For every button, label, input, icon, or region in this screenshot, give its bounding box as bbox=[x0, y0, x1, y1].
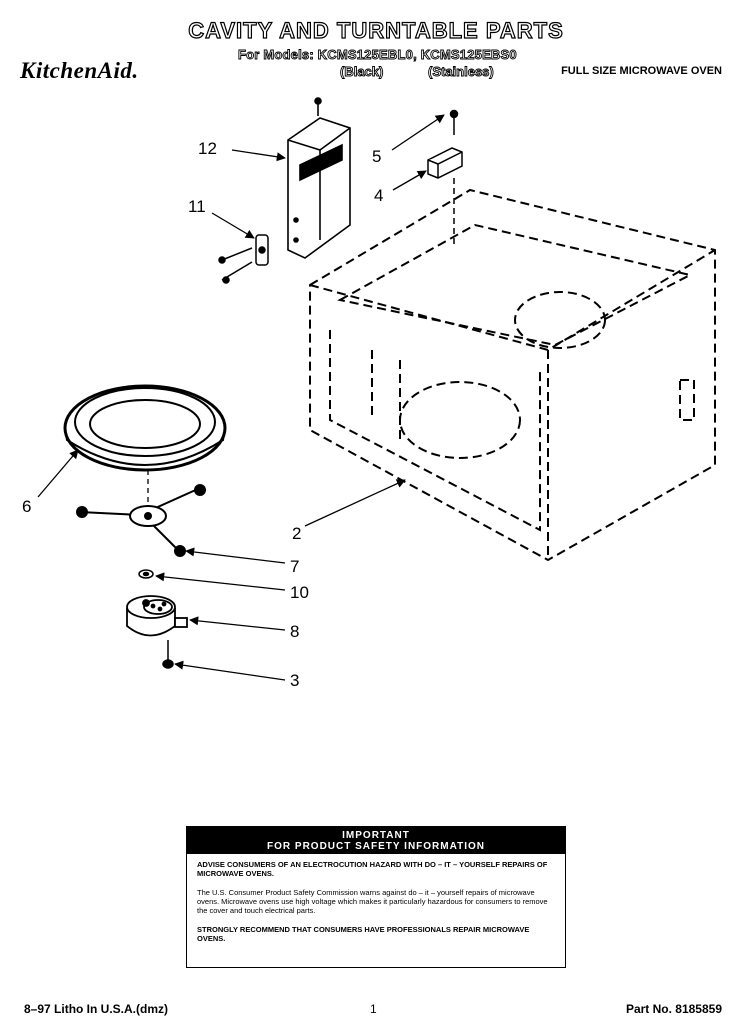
notice-paragraph-1: ADVISE CONSUMERS OF AN ELECTROCUTION HAZ… bbox=[197, 860, 548, 878]
glass-tray-part bbox=[63, 384, 227, 472]
callout-12: 12 bbox=[198, 139, 217, 158]
bracket-part bbox=[287, 97, 351, 259]
notice-heading-2: FOR PRODUCT SAFETY INFORMATION bbox=[267, 841, 485, 852]
callout-7: 7 bbox=[290, 557, 300, 576]
callout-5: 5 bbox=[372, 147, 382, 166]
notice-body: ADVISE CONSUMERS OF AN ELECTROCUTION HAZ… bbox=[187, 854, 565, 959]
washer-part bbox=[138, 569, 154, 579]
footer-page-number: 1 bbox=[370, 1002, 377, 1016]
callout-3: 3 bbox=[290, 671, 300, 690]
notice-paragraph-3: STRONGLY RECOMMEND THAT CONSUMERS HAVE P… bbox=[197, 925, 530, 943]
footer-litho: 8–97 Litho In U.S.A.(dmz) bbox=[24, 1002, 169, 1016]
callout-8: 8 bbox=[290, 622, 300, 641]
screw-part bbox=[162, 640, 174, 669]
cavity-part bbox=[309, 188, 716, 562]
turntable-motor-part bbox=[126, 595, 188, 637]
callout-6: 6 bbox=[22, 497, 32, 516]
page-title: CAVITY AND TURNTABLE PARTS bbox=[188, 17, 564, 43]
notice-heading: IMPORTANT FOR PRODUCT SAFETY INFORMATION bbox=[187, 827, 565, 854]
notice-heading-1: IMPORTANT bbox=[342, 830, 410, 841]
variant-black: (Black) bbox=[340, 64, 384, 80]
variant-stainless: (Stainless) bbox=[428, 64, 495, 80]
callout-2: 2 bbox=[292, 524, 302, 543]
safety-notice: IMPORTANT FOR PRODUCT SAFETY INFORMATION… bbox=[186, 826, 566, 968]
roller-support-part bbox=[76, 470, 206, 557]
switch-part bbox=[218, 234, 269, 284]
product-subtitle: FULL SIZE MICROWAVE OVEN bbox=[561, 65, 722, 77]
leader-lines bbox=[37, 114, 445, 681]
brand-logo: KitchenAid. bbox=[20, 58, 139, 83]
notice-paragraph-2: The U.S. Consumer Product Safety Commiss… bbox=[197, 888, 548, 915]
callout-11: 11 bbox=[188, 197, 206, 216]
footer-part-number: Part No. 8185859 bbox=[625, 1002, 722, 1016]
callout-4: 4 bbox=[374, 186, 384, 205]
models-line: For Models: KCMS125EBL0, KCMS125EBS0 bbox=[238, 47, 518, 63]
callout-10: 10 bbox=[290, 583, 309, 602]
sensor-part bbox=[427, 109, 463, 245]
